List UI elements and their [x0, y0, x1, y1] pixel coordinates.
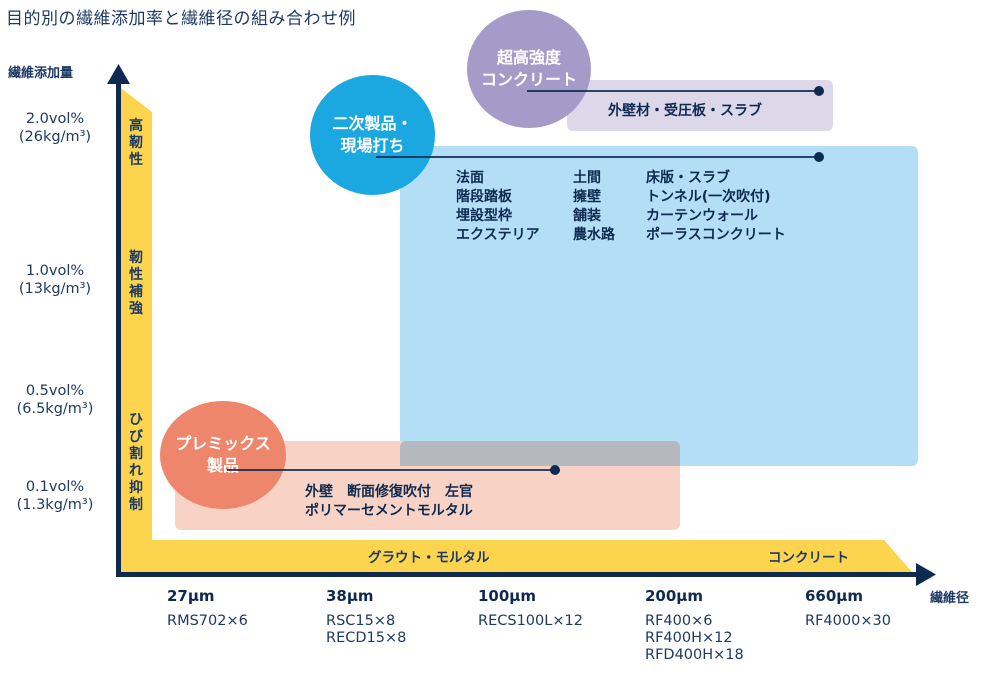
y-band-label-toughness-reinforce: 靭性補強: [126, 250, 146, 318]
y-band: [121, 88, 152, 540]
y-axis-arrow-icon: [107, 64, 130, 84]
vertical-char: 補: [129, 284, 143, 300]
use-item: 農水路: [573, 227, 615, 243]
x-axis-arrow-icon: [916, 563, 936, 586]
y-axis-line: [116, 80, 121, 577]
use-item: エクステリア: [456, 227, 540, 243]
use-item: 擁壁: [573, 189, 601, 205]
x-tick-products: RF4000×30: [805, 613, 891, 629]
x-tick-diameter: 27μm: [167, 587, 215, 605]
y-tick-label: 0.1vol% (1.3kg/m³): [0, 478, 110, 514]
use-item: 床版・スラブ: [646, 170, 730, 186]
x-band-label-grout-mortar: グラウト・モルタル: [368, 550, 490, 566]
y-band-label-crack-control: ひび割れ抑制: [126, 412, 146, 514]
y-tick-vol: 0.5vol%: [25, 383, 85, 399]
x-tick-products: RF400×6 RF400H×12 RFD400H×18: [645, 613, 744, 663]
use-item: 外壁 断面修復吹付 左官: [305, 484, 473, 500]
chart-title: 目的別の繊維添加率と繊維径の組み合わせ例: [6, 9, 356, 29]
vertical-char: 性: [129, 267, 143, 283]
x-tick: 660μm RF4000×30: [805, 587, 891, 630]
use-item: ポーラスコンクリート: [646, 227, 786, 243]
group-circle-premix: プレミックス 製品: [160, 401, 286, 509]
x-tick-diameter: 200μm: [645, 587, 703, 605]
use-item: ポリマーセメントモルタル: [305, 503, 473, 519]
x-tick-products: RECS100L×12: [478, 613, 583, 629]
vertical-char: 抑: [129, 480, 143, 496]
x-tick-diameter: 38μm: [326, 587, 374, 605]
x-axis-title: 繊維径: [930, 591, 970, 606]
vertical-char: 靭: [129, 135, 143, 151]
y-tick-vol: 1.0vol%: [25, 263, 85, 279]
vertical-char: 強: [129, 301, 143, 317]
x-tick: 100μm RECS100L×12: [478, 587, 583, 630]
vertical-char: び: [129, 429, 143, 445]
x-band: [121, 540, 912, 572]
x-tick: 200μm RF400×6 RF400H×12 RFD400H×18: [645, 587, 744, 664]
y-tick-kg: (13kg/m³): [18, 281, 92, 297]
vertical-char: 割: [129, 446, 143, 462]
use-item: 埋設型枠: [456, 208, 512, 224]
y-tick-kg: (1.3kg/m³): [16, 497, 94, 513]
use-item: 階段踏板: [456, 189, 512, 205]
x-tick: 38μm RSC15×8 RECD15×8: [326, 587, 406, 647]
y-tick-kg: (6.5kg/m³): [16, 401, 94, 417]
overlap-region: [400, 441, 680, 466]
uhpc-use-box: [567, 80, 833, 131]
x-tick-products: RMS702×6: [167, 613, 248, 629]
vertical-char: 高: [129, 118, 143, 134]
x-tick-diameter: 100μm: [478, 587, 536, 605]
precast-uses-col-3: 床版・スラブ トンネル(一次吹付) カーテンウォール ポーラスコンクリート: [646, 169, 786, 245]
y-axis-title: 繊維添加量: [8, 66, 74, 81]
y-tick-kg: (26kg/m³): [18, 129, 92, 145]
precast-uses-col-2: 土間 擁壁 舗装 農水路: [573, 169, 615, 245]
uhpc-use-text: 外壁材・受圧板・スラブ: [608, 103, 762, 119]
y-band-label-high-toughness: 高靭性: [126, 118, 146, 169]
use-item: 舗装: [573, 208, 601, 224]
use-item: 土間: [573, 170, 601, 186]
use-item: 法面: [456, 170, 484, 186]
x-band-label-concrete: コンクリート: [768, 550, 849, 566]
x-tick-products: RSC15×8 RECD15×8: [326, 613, 407, 646]
y-tick-label: 2.0vol% (26kg/m³): [0, 110, 110, 146]
use-item: トンネル(一次吹付): [646, 189, 771, 205]
x-tick: 27μm RMS702×6: [167, 587, 248, 630]
y-tick-label: 0.5vol% (6.5kg/m³): [0, 382, 110, 418]
x-axis-line: [116, 572, 916, 577]
vertical-char: 靭: [129, 250, 143, 266]
group-circle-uhpc: 超高強度 コンクリート: [467, 10, 591, 128]
group-circle-precast-cast-in-place: 二次製品・ 現場打ち: [310, 75, 435, 195]
vertical-char: れ: [129, 463, 143, 479]
y-tick-label: 1.0vol% (13kg/m³): [0, 262, 110, 298]
premix-uses: 外壁 断面修復吹付 左官 ポリマーセメントモルタル: [305, 483, 473, 521]
precast-uses-col-1: 法面 階段踏板 埋設型枠 エクステリア: [456, 169, 540, 245]
x-tick-diameter: 660μm: [805, 587, 863, 605]
use-item: カーテンウォール: [646, 208, 758, 224]
vertical-char: 性: [129, 152, 143, 168]
vertical-char: ひ: [129, 412, 143, 428]
precast-use-box: [400, 146, 918, 466]
vertical-char: 制: [129, 497, 143, 513]
y-tick-vol: 0.1vol%: [25, 479, 85, 495]
y-tick-vol: 2.0vol%: [25, 111, 85, 127]
